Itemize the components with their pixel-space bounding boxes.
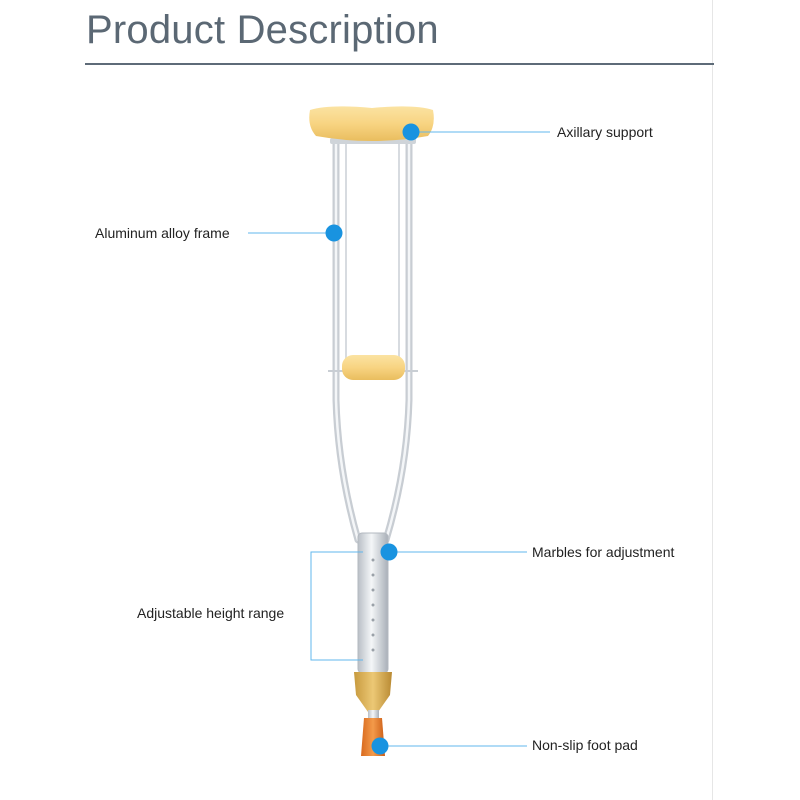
label-non-slip-foot: Non-slip foot pad (532, 737, 638, 753)
label-adjustable-height: Adjustable height range (137, 605, 285, 621)
hand-grip (342, 355, 405, 380)
label-aluminum-frame: Aluminum alloy frame (95, 225, 230, 241)
title-underline (85, 63, 714, 65)
tube-collar (354, 672, 392, 712)
crutch (309, 106, 434, 756)
leader-lines (248, 131, 550, 747)
frame-marker-dot (325, 224, 343, 242)
foot-marker-dot (371, 737, 389, 755)
marbles-marker-dot (380, 543, 398, 561)
axillary-marker-dot (402, 123, 420, 141)
page-title: Product Description (86, 8, 439, 52)
label-axillary-support: Axillary support (557, 124, 653, 140)
label-marbles-adjustment: Marbles for adjustment (532, 544, 675, 560)
page-divider (712, 0, 713, 800)
right-rail (382, 136, 413, 544)
